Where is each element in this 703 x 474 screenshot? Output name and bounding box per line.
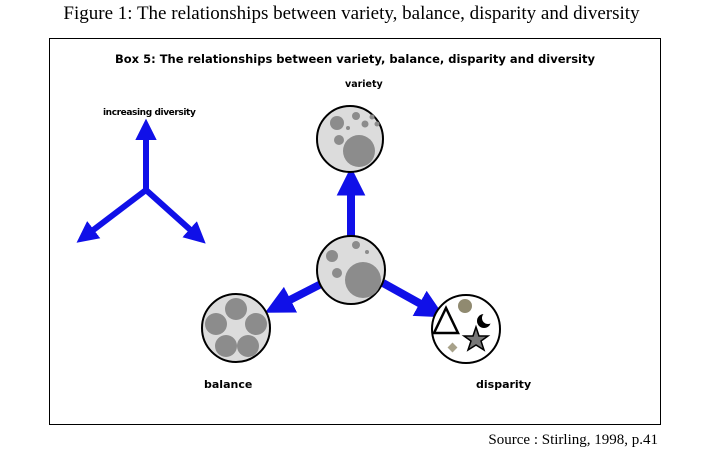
variety-circle <box>316 105 384 173</box>
axis-left-arrow <box>76 187 148 243</box>
triangle-icon <box>432 305 460 335</box>
olive-dot-icon <box>458 299 472 313</box>
label-disparity: disparity <box>476 378 532 391</box>
center-circle <box>316 235 386 305</box>
arrow-to-disparity <box>381 279 445 318</box>
label-increasing-diversity: increasing diversity <box>103 108 196 118</box>
label-variety: variety <box>345 79 383 90</box>
label-balance: balance <box>204 378 253 391</box>
source-citation: Source : Stirling, 1998, p.41 <box>488 432 658 448</box>
figure-caption: Figure 1: The relationships between vari… <box>63 3 640 24</box>
increasing-diversity-axes <box>76 118 206 244</box>
arrow-to-balance <box>264 279 325 313</box>
box-title: Box 5: The relationships between variety… <box>115 52 595 66</box>
balance-circle <box>201 293 271 363</box>
axis-right-arrow <box>143 187 206 244</box>
diamond-icon <box>447 342 458 353</box>
star-icon <box>461 324 491 352</box>
disparity-circle <box>431 294 501 364</box>
central-arrows <box>264 166 445 318</box>
